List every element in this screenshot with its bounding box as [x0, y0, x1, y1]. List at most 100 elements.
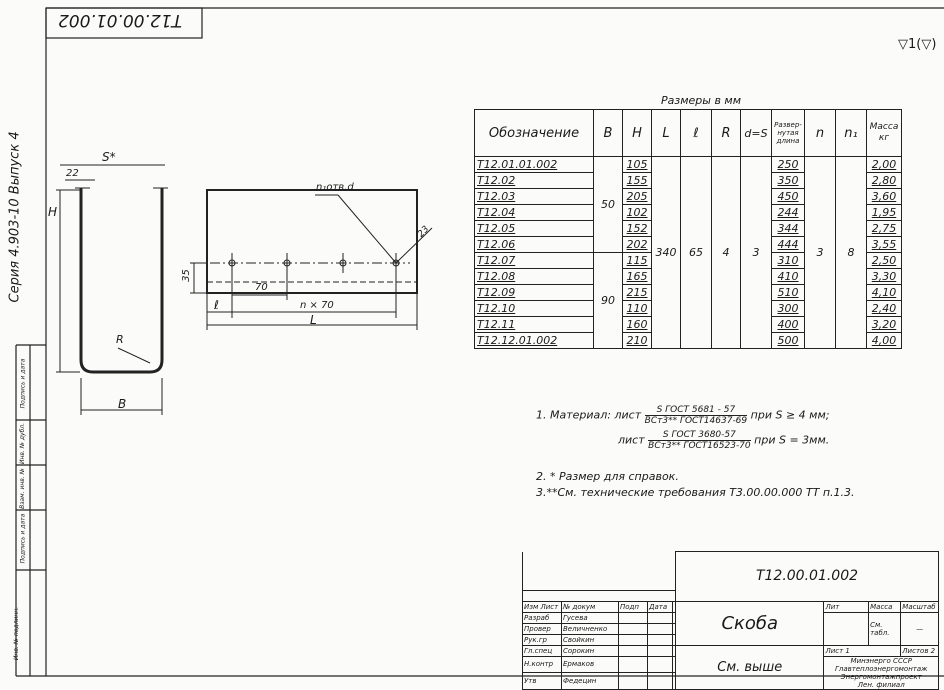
strip-label-1: Инв. № подлинн.: [13, 606, 21, 661]
note-1a: 1. Материал: лист S ГОСТ 5681 - 57 ВСт3*…: [536, 405, 829, 426]
tb-material: См. выше: [674, 644, 825, 690]
cell-mass: 2,50: [866, 252, 902, 269]
stamp-code: Т12.00.01.002: [58, 10, 182, 30]
table-row: Т12.04 102 244 1,95: [474, 204, 902, 221]
cell-designation: Т12.03: [474, 188, 594, 205]
note-1b-prefix: лист: [618, 433, 645, 447]
col-ds: d=S: [740, 109, 772, 157]
dim-h-label: Н: [48, 205, 58, 219]
tb-row: Разраб Гусева См. табл. —: [522, 611, 939, 646]
dim-70-label: 70: [255, 282, 268, 293]
spec-table: Обозначение В Н L ℓ R d=S Развер-нутая д…: [474, 109, 902, 349]
dim-b-label: В: [118, 397, 127, 411]
cell-dev: 350: [771, 172, 805, 189]
cell-h: 102: [622, 204, 652, 221]
tb-role: Рук.гр: [522, 633, 562, 646]
cell-h: 165: [622, 268, 652, 285]
dim-r-label: R: [116, 333, 124, 346]
tb-date: Дата: [647, 600, 673, 613]
dim-s-label: S*: [102, 150, 116, 164]
cell-L: 340: [651, 156, 681, 349]
cell-mass: 3,55: [866, 236, 902, 253]
tb-name: № докум: [561, 600, 619, 613]
cell-h: 110: [622, 300, 652, 317]
table-row: Т12.09 215 510 4,10: [474, 284, 902, 301]
cell-r: 4: [711, 156, 741, 349]
tb-scale-val: —: [900, 611, 939, 646]
tb-spacer: [522, 551, 676, 591]
cell-mass: 3,30: [866, 268, 902, 285]
col-n: n: [804, 109, 836, 157]
tb-mass: Масса: [868, 600, 902, 613]
cell-h: 202: [622, 236, 652, 253]
series-label: Серия 4.903-10 Выпуск 4: [7, 131, 23, 303]
note-1a-den: ВСт3** ГОСТ14637-69: [644, 416, 748, 426]
tb-name: Ермаков: [561, 655, 619, 673]
cell-h: 105: [622, 156, 652, 173]
cell-dev: 444: [771, 236, 805, 253]
cell-designation: Т12.11: [474, 316, 594, 333]
tb-row: Гл.спец Сорокин См. выше Лист 1 Листов 2: [522, 644, 939, 690]
cell-l: 65: [680, 156, 712, 349]
tb-row: Провер Величненко: [522, 622, 939, 635]
tb-role: Гл.спец: [522, 644, 562, 657]
tb-mass-val: См. табл.: [868, 611, 902, 646]
cell-h: 115: [622, 252, 652, 269]
cell-designation: Т12.06: [474, 236, 594, 253]
strip-label-4: Инв. № дубл.: [19, 422, 27, 465]
cell-n1: 8: [835, 156, 867, 349]
col-designation: Обозначение: [474, 109, 594, 157]
cell-b: 50: [593, 156, 623, 253]
cell-designation: Т12.08: [474, 268, 594, 285]
note-1a-fraction: S ГОСТ 5681 - 57 ВСт3** ГОСТ14637-69: [644, 405, 748, 426]
col-h: Н: [622, 109, 652, 157]
cell-designation: Т12.09: [474, 284, 594, 301]
tb-role: Изм Лист: [522, 600, 562, 613]
cell-dev: 244: [771, 204, 805, 221]
cell-dev: 400: [771, 316, 805, 333]
cell-dev: 250: [771, 156, 805, 173]
roughness-mark: ▽1(▽): [898, 37, 937, 52]
dim-l-label: ℓ: [214, 298, 219, 312]
cell-h: 205: [622, 188, 652, 205]
cell-designation: Т12.04: [474, 204, 594, 221]
cell-dev: 450: [771, 188, 805, 205]
table-row: Т12.11 160 400 3,20: [474, 316, 902, 333]
cell-designation: Т12.01.01.002: [474, 156, 594, 173]
cell-h: 160: [622, 316, 652, 333]
tb-row: Утв Федецин: [522, 672, 939, 690]
cell-h: 155: [622, 172, 652, 189]
cell-mass: 4,10: [866, 284, 902, 301]
dim-22-label: 22: [66, 168, 79, 179]
cell-designation: Т12.07: [474, 252, 594, 269]
tb-role: Разраб: [522, 611, 562, 624]
cell-h: 215: [622, 284, 652, 301]
tb-sheet: Лист 1: [823, 644, 902, 657]
cell-mass: 3,20: [866, 316, 902, 333]
tb-row: Изм Лист № докум Подп Дата Скоба Лит Мас…: [522, 600, 939, 646]
cell-mass: 3,60: [866, 188, 902, 205]
dim-nx70-label: n × 70: [300, 300, 334, 311]
cell-dev: 344: [771, 220, 805, 237]
cell-dev: 510: [771, 284, 805, 301]
tb-scale: Масштаб: [900, 600, 939, 613]
cell-mass: 2,00: [866, 156, 902, 173]
note-1-prefix: 1. Материал: лист: [536, 408, 642, 422]
note-1a-suffix: при S ≥ 4 мм;: [750, 408, 830, 422]
tb-org-4: Лен. филиал: [857, 680, 905, 689]
cell-ds: 3: [740, 156, 772, 349]
tb-sign: Подп: [618, 600, 648, 613]
tb-organization: Минэнерго СССР Главтеплоэнергомонтаж Эне…: [823, 655, 939, 690]
col-b: В: [593, 109, 623, 157]
tb-name: Величненко: [561, 622, 619, 635]
spec-header-row: Обозначение В Н L ℓ R d=S Развер-нутая д…: [474, 109, 902, 157]
note-3: 3.**См. технические требования Т3.00.00.…: [536, 486, 855, 499]
col-n1: n₁: [835, 109, 867, 157]
cell-mass: 1,95: [866, 204, 902, 221]
table-row: Т12.06 202 444 3,55: [474, 236, 902, 253]
note-1b-num: S ГОСТ 3680-57: [648, 430, 751, 441]
cell-dev: 500: [771, 332, 805, 349]
